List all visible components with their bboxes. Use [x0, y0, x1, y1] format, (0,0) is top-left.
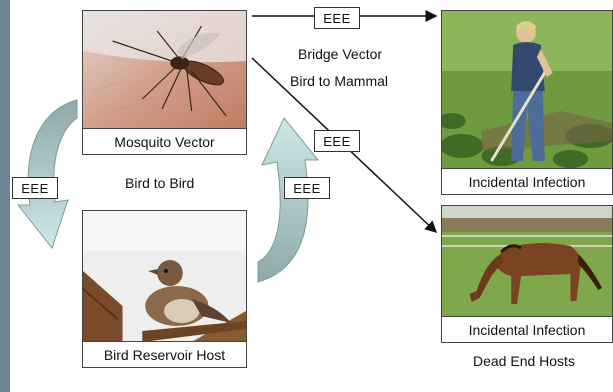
label-bridge-vector: Bridge Vector [298, 46, 382, 62]
horse-photo [442, 206, 612, 317]
label-bird-to-bird: Bird to Bird [125, 175, 194, 191]
label-dead-end-hosts: Dead End Hosts [473, 353, 575, 369]
cycle-arrow-right [258, 118, 318, 282]
horse-caption: Incidental Infection [442, 316, 612, 342]
eee-tag-left-cycle: EEE [12, 177, 58, 199]
human-card: Incidental Infection [441, 10, 613, 195]
bird-photo [83, 211, 246, 342]
bird-caption: Bird Reservoir Host [83, 341, 246, 367]
horse-card: Incidental Infection [441, 205, 613, 343]
mosquito-photo [83, 11, 246, 129]
mosquito-card: Mosquito Vector [82, 10, 247, 155]
eee-tag-top: EEE [314, 7, 360, 29]
eee-tag-diagonal: EEE [314, 130, 360, 152]
eee-tag-right-cycle: EEE [284, 177, 330, 199]
human-caption: Incidental Infection [442, 168, 612, 194]
mosquito-caption: Mosquito Vector [83, 128, 246, 154]
bird-card: Bird Reservoir Host [82, 210, 247, 368]
human-photo [442, 11, 612, 169]
cycle-arrow-left [18, 100, 77, 248]
label-bird-to-mammal: Bird to Mammal [290, 73, 388, 89]
